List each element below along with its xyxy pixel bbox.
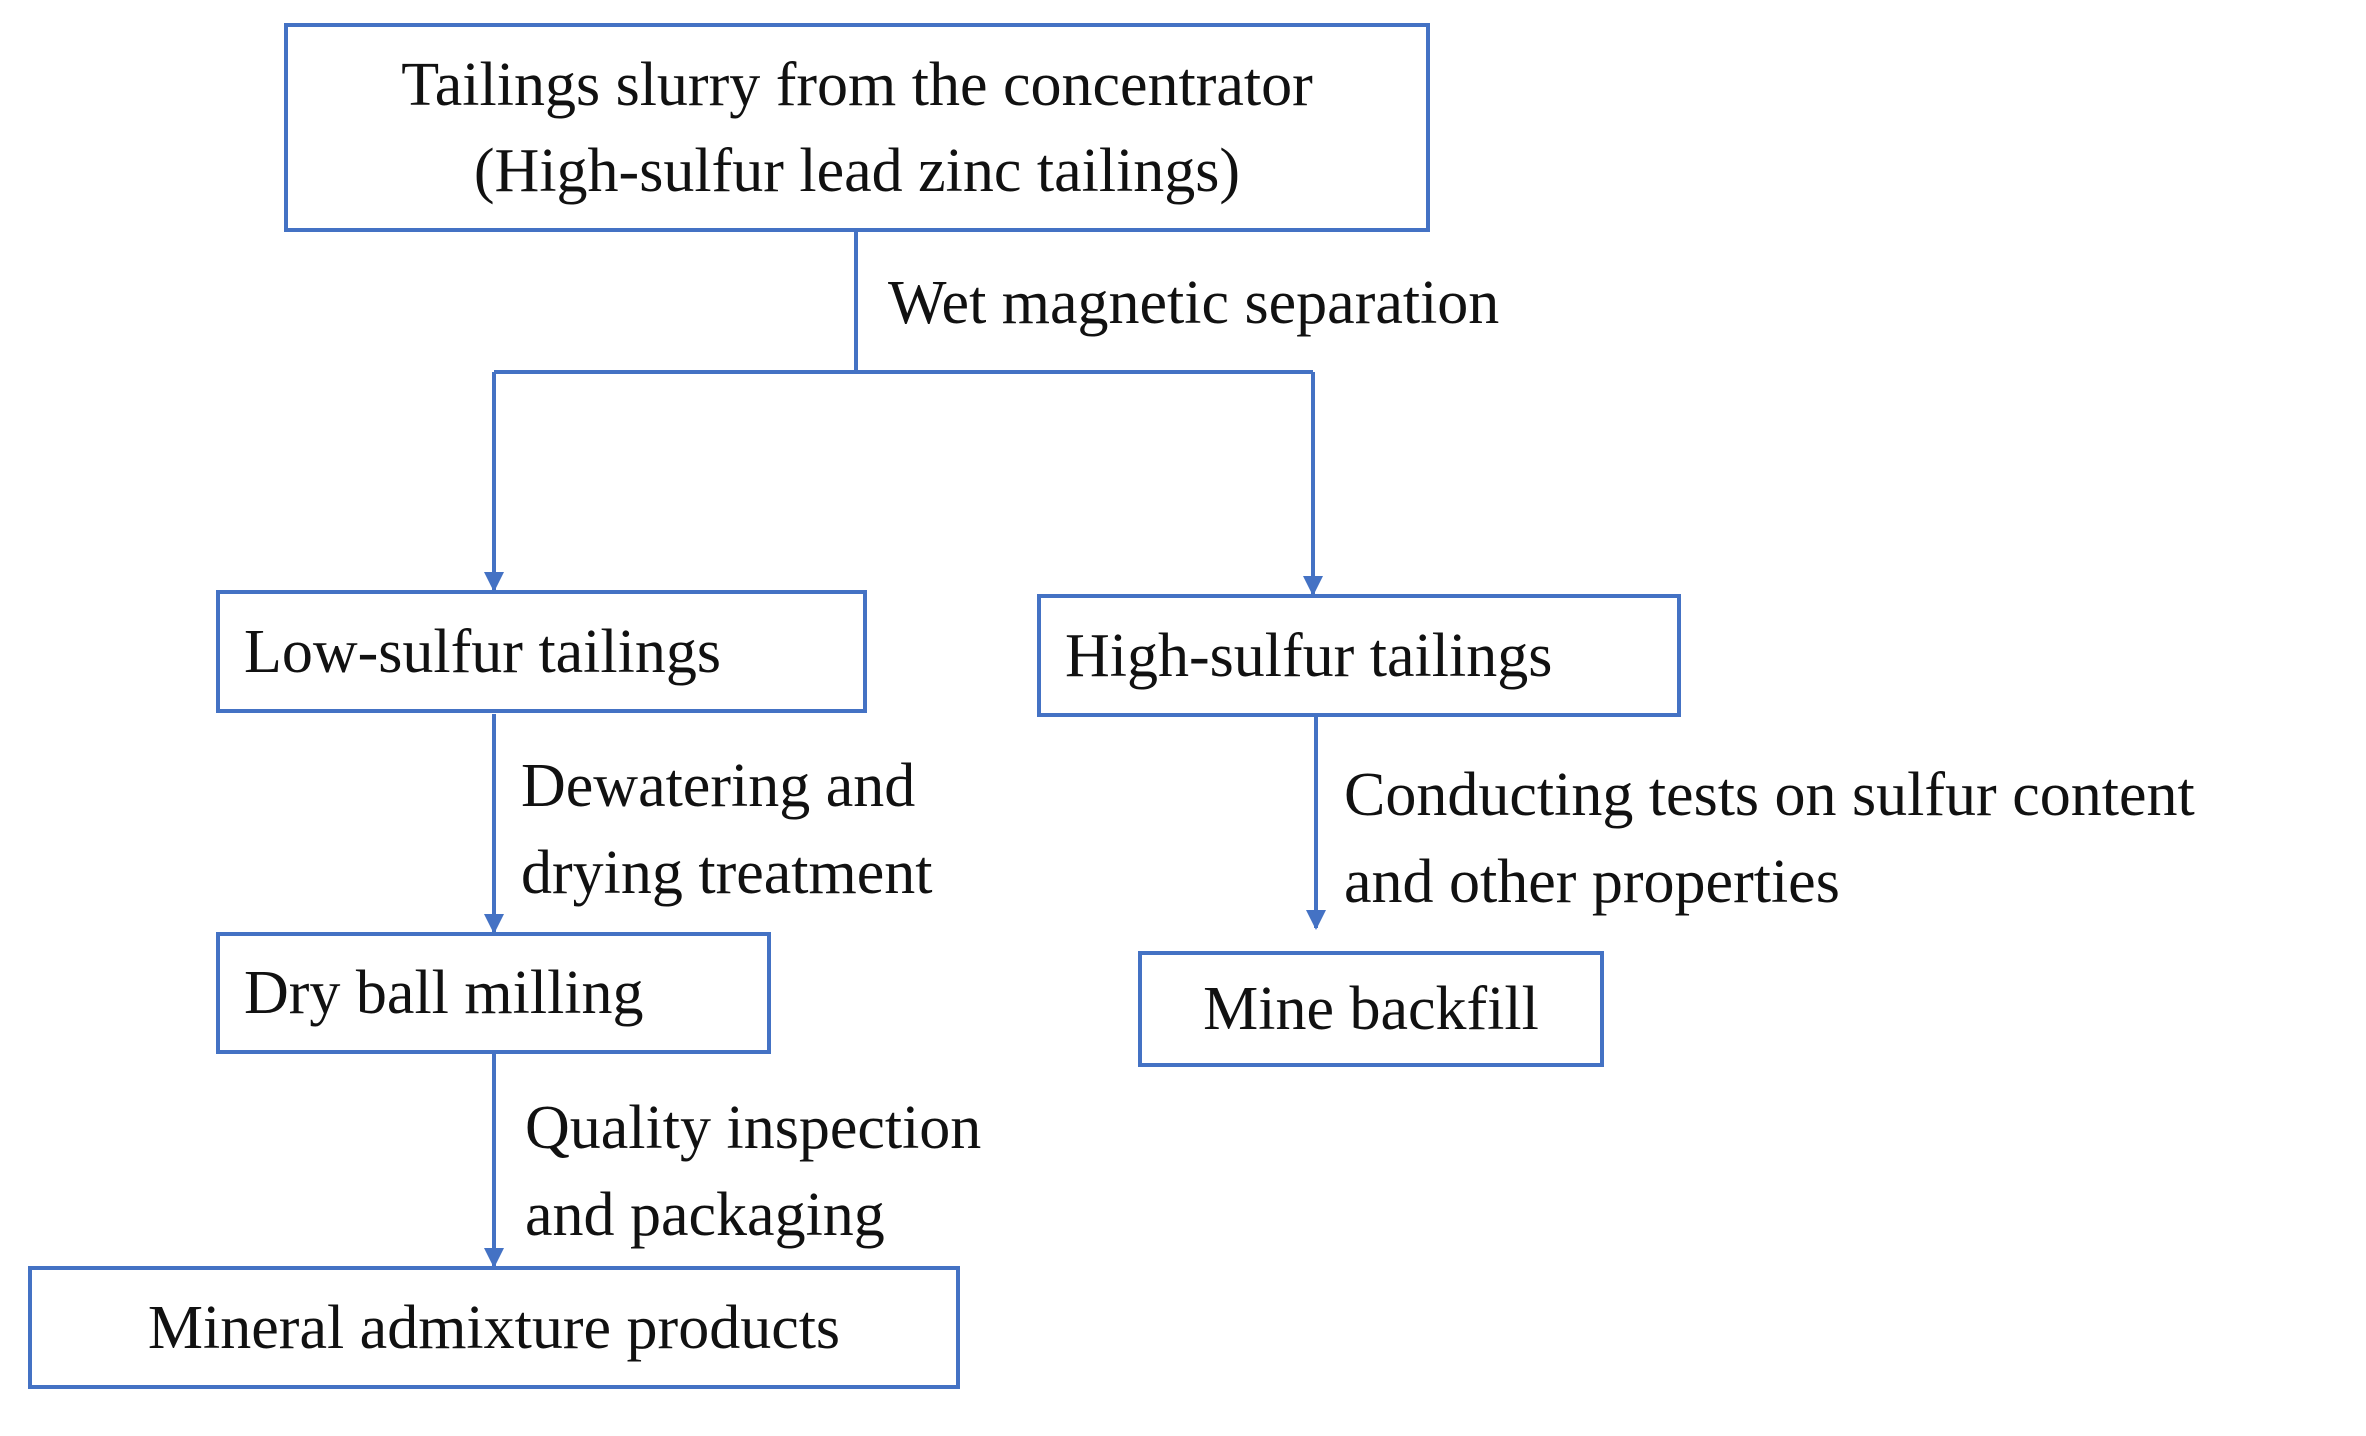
source-title-line2: (High-sulfur lead zinc tailings) xyxy=(473,136,1241,205)
label-wet-magnetic-separation: Wet magnetic separation xyxy=(888,269,1500,337)
mineral-admixture-products-box: Mineral admixture products xyxy=(28,1266,960,1389)
label-dewatering-line2: drying treatment xyxy=(521,839,933,907)
label-conducting-tests-line2: and other properties xyxy=(1344,848,1840,916)
label-dewatering-line1: Dewatering and xyxy=(521,752,916,820)
source-title-line1: Tailings slurry from the concentrator xyxy=(401,50,1313,119)
high-sulfur-tailings-box: High-sulfur tailings xyxy=(1037,594,1681,717)
source-tailings-box: Tailings slurry from the concentrator (H… xyxy=(284,23,1430,232)
low-sulfur-tailings-box: Low-sulfur tailings xyxy=(216,590,867,713)
mine-backfill-box: Mine backfill xyxy=(1138,951,1604,1067)
label-conducting-tests-line1: Conducting tests on sulfur content xyxy=(1344,761,2195,829)
dry-ball-milling-box: Dry ball milling xyxy=(216,932,771,1054)
label-quality-inspection-line2: and packaging xyxy=(525,1181,885,1249)
label-quality-inspection-line1: Quality inspection xyxy=(525,1094,982,1162)
